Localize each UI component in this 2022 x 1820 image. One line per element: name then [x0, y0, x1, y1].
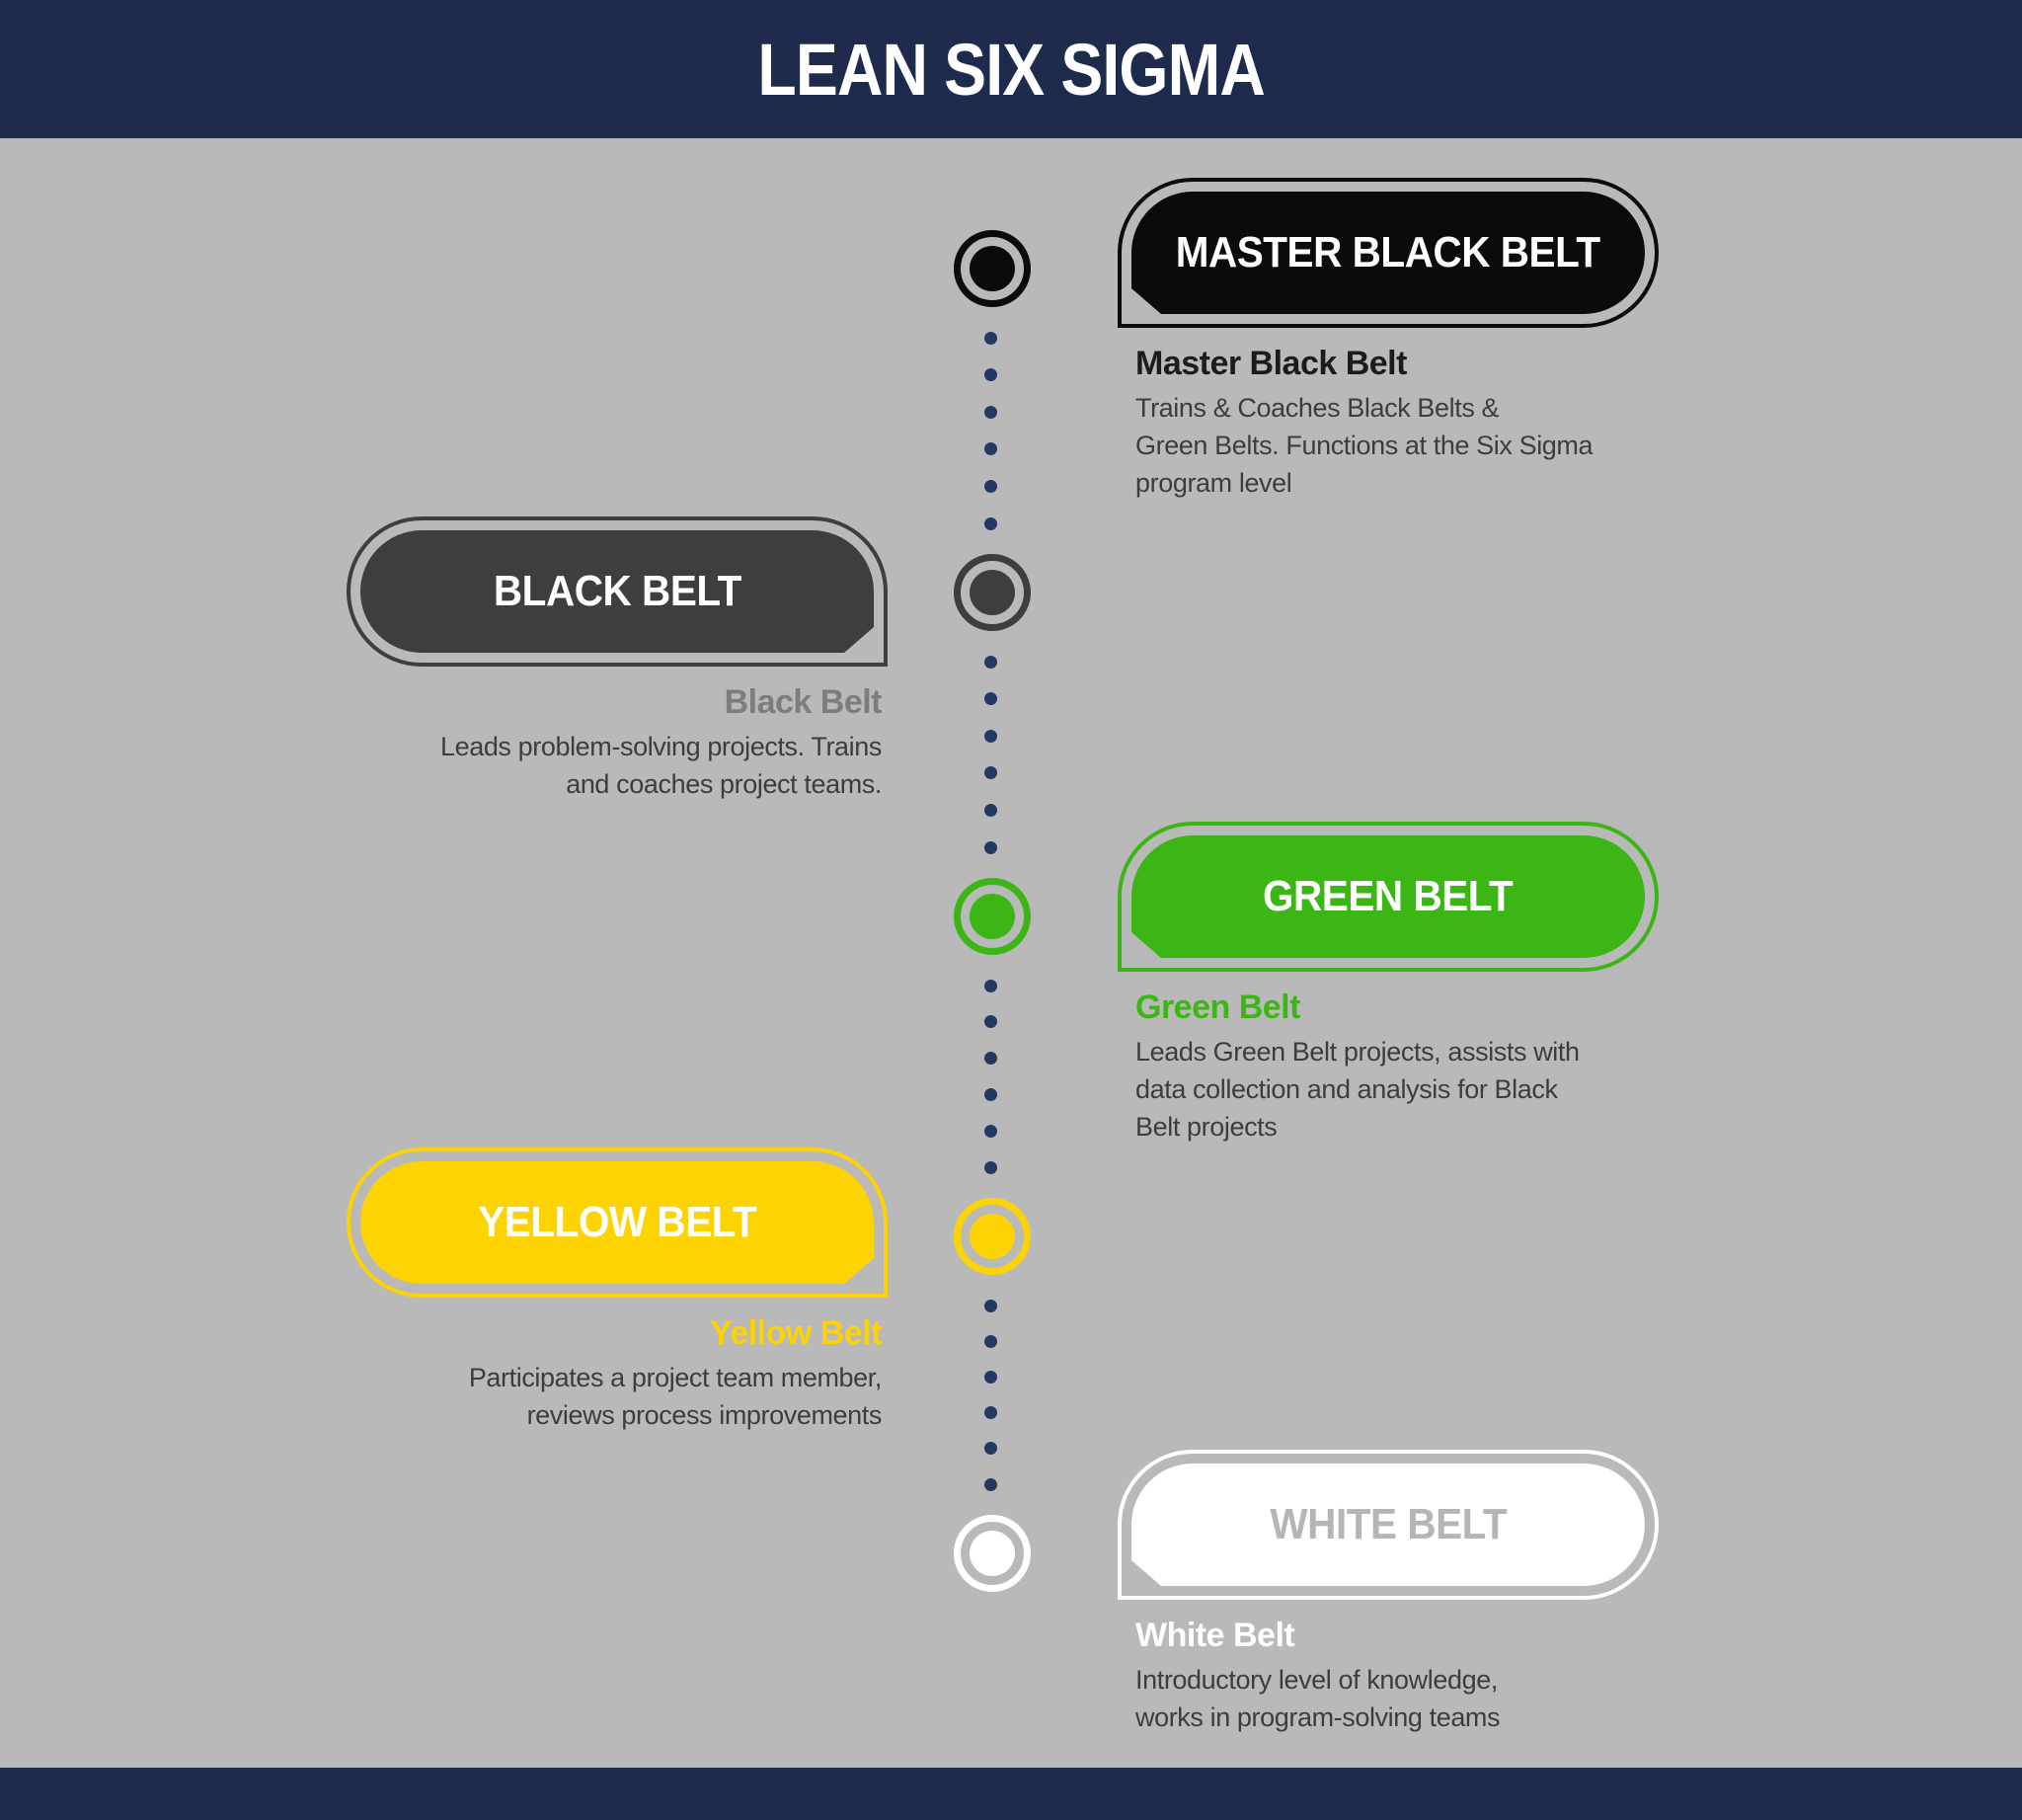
belt-badge-fill: BLACK BELT	[360, 530, 874, 653]
timeline-dot	[984, 1477, 997, 1491]
timeline-dot	[984, 405, 997, 419]
timeline-dot	[984, 692, 997, 706]
belt-badge-label: BLACK BELT	[493, 567, 741, 615]
timeline-node-black-belt	[954, 554, 1031, 631]
belt-description: Introductory level of knowledge, works i…	[1135, 1665, 1501, 1732]
timeline-dot	[984, 1442, 997, 1456]
belt-heading: Green Belt	[1135, 989, 1300, 1026]
timeline-dot	[984, 1334, 997, 1348]
timeline-dot	[984, 1015, 997, 1029]
timeline-dot	[984, 803, 997, 817]
belt-text-block: Green Belt Leads Green Belt projects, as…	[1135, 988, 1676, 1146]
belt-heading: Master Black Belt	[1135, 345, 1407, 382]
timeline-node-inner	[970, 1214, 1015, 1259]
timeline-dot	[984, 655, 997, 669]
belt-description: Participates a project team member, revi…	[468, 1363, 883, 1430]
belt-badge: BLACK BELT	[347, 516, 888, 667]
belt-badge-label: YELLOW BELT	[477, 1198, 757, 1246]
timeline-dot	[984, 840, 997, 854]
belt-badge: WHITE BELT	[1118, 1450, 1659, 1600]
belt-heading: Black Belt	[724, 683, 883, 721]
timeline-dot	[984, 331, 997, 345]
belt-badge-fill: GREEN BELT	[1131, 835, 1645, 958]
timeline-dot	[984, 766, 997, 780]
belt-badge-label: WHITE BELT	[1270, 1500, 1507, 1548]
timeline-dot	[984, 979, 997, 992]
footer-bar	[0, 1768, 2022, 1820]
belt-badge-label: MASTER BLACK BELT	[1176, 228, 1600, 277]
belt-text-block: White Belt Introductory level of knowled…	[1135, 1616, 1676, 1736]
timeline-dot	[984, 1370, 997, 1384]
header-bar: LEAN SIX SIGMA	[0, 0, 2022, 138]
belt-text-block: Yellow Belt Participates a project team …	[347, 1313, 888, 1434]
belt-description: Trains & Coaches Black Belts & Green Bel…	[1135, 393, 1594, 498]
belt-badge-label: GREEN BELT	[1263, 872, 1514, 920]
belt-badge-fill: YELLOW BELT	[360, 1161, 874, 1284]
page-title: LEAN SIX SIGMA	[757, 28, 1266, 111]
belt-description: Leads Green Belt projects, assists with …	[1135, 1037, 1580, 1142]
belt-badge: YELLOW BELT	[347, 1147, 888, 1298]
timeline-node-yellow-belt	[954, 1198, 1031, 1275]
belt-text-block: Black Belt Leads problem-solving project…	[347, 682, 888, 803]
belt-text-block: Master Black Belt Trains & Coaches Black…	[1135, 344, 1676, 502]
timeline-node-inner	[970, 570, 1015, 615]
timeline-dot	[984, 1052, 997, 1066]
belt-badge-fill: WHITE BELT	[1131, 1464, 1645, 1586]
timeline-dot	[984, 1160, 997, 1174]
timeline-dot	[984, 479, 997, 493]
belt-badge: MASTER BLACK BELT	[1118, 178, 1659, 328]
timeline-dot	[984, 729, 997, 743]
timeline-dot	[984, 516, 997, 530]
timeline-dot	[984, 1406, 997, 1420]
belt-description: Leads problem-solving projects. Trains a…	[439, 732, 882, 799]
belt-heading: White Belt	[1135, 1617, 1295, 1654]
belt-heading: Yellow Belt	[710, 1314, 883, 1352]
timeline-node-green-belt	[954, 878, 1031, 955]
timeline-dot	[984, 1299, 997, 1312]
timeline-node-inner	[970, 894, 1015, 939]
timeline-dot	[984, 1087, 997, 1101]
timeline-dot	[984, 442, 997, 456]
timeline-node-master-black-belt	[954, 230, 1031, 307]
timeline-node-white-belt	[954, 1515, 1031, 1592]
belt-badge: GREEN BELT	[1118, 822, 1659, 972]
belt-badge-fill: MASTER BLACK BELT	[1131, 192, 1645, 314]
timeline-node-inner	[970, 1531, 1015, 1576]
timeline-dot	[984, 368, 997, 382]
timeline-dot	[984, 1124, 997, 1138]
timeline-node-inner	[970, 246, 1015, 291]
